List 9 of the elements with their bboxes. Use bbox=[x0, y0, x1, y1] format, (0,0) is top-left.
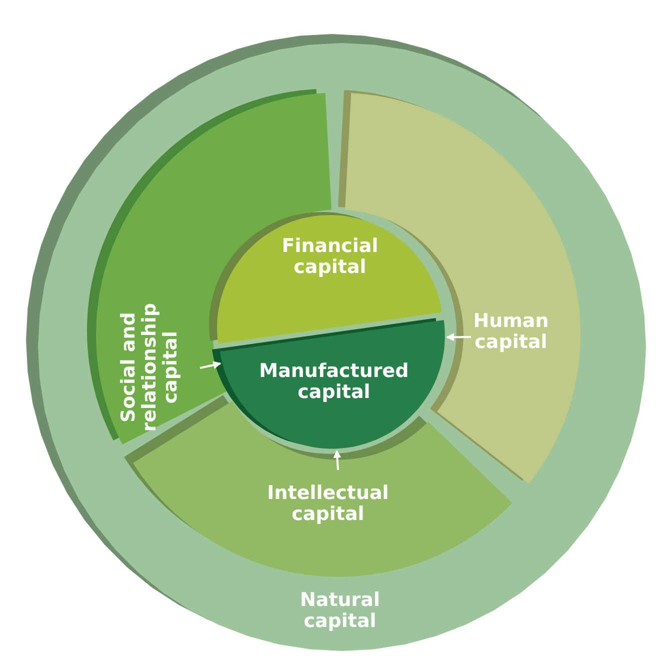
arrow bbox=[200, 361, 222, 369]
capital-label: Manufactured capital bbox=[258, 360, 410, 403]
capital-label: Social and relationship capital bbox=[118, 302, 182, 434]
arrow bbox=[446, 333, 471, 342]
capital-label: Intellectual capital bbox=[266, 482, 390, 525]
arrow bbox=[333, 450, 342, 470]
capital-label: Financial capital bbox=[280, 236, 380, 278]
capital-label: Natural capital bbox=[298, 590, 382, 632]
capital-label: Human capital bbox=[472, 310, 550, 353]
